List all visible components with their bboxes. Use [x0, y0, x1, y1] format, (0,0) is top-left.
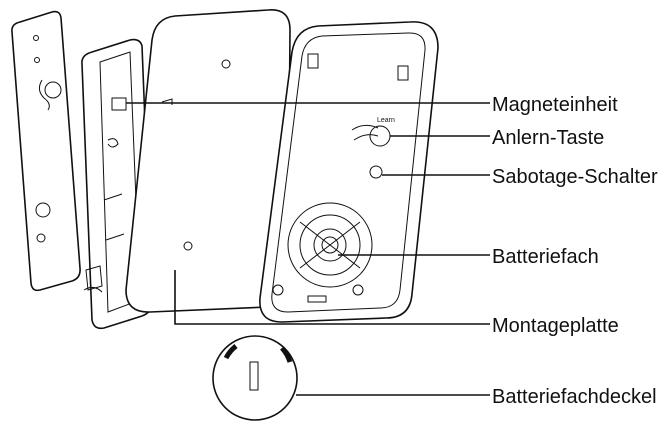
board-marking: Learn: [377, 117, 395, 124]
tamper-switch-part: [369, 165, 383, 179]
main-unit-housing: Learn: [259, 21, 439, 323]
label-magnet-unit: Magneteinheit: [492, 94, 618, 116]
battery-compartment-part: [287, 202, 373, 288]
magnet-block: [111, 97, 127, 111]
leader-lines: [126, 102, 490, 396]
label-battery-compartment: Batteriefach: [492, 246, 599, 268]
label-mounting-plate: Montageplatte: [492, 315, 619, 337]
callout-labels: Magneteinheit Anlern-Taste Sabotage-Scha…: [492, 94, 658, 408]
label-battery-cover: Batteriefachdeckel: [492, 386, 657, 408]
battery-cover-part: [212, 335, 298, 421]
label-tamper-switch: Sabotage-Schalter: [492, 166, 658, 188]
leader-mounting-plate: [174, 270, 490, 325]
label-learn-button: Anlern-Taste: [492, 127, 604, 149]
magnet-strip-front: [11, 10, 81, 292]
